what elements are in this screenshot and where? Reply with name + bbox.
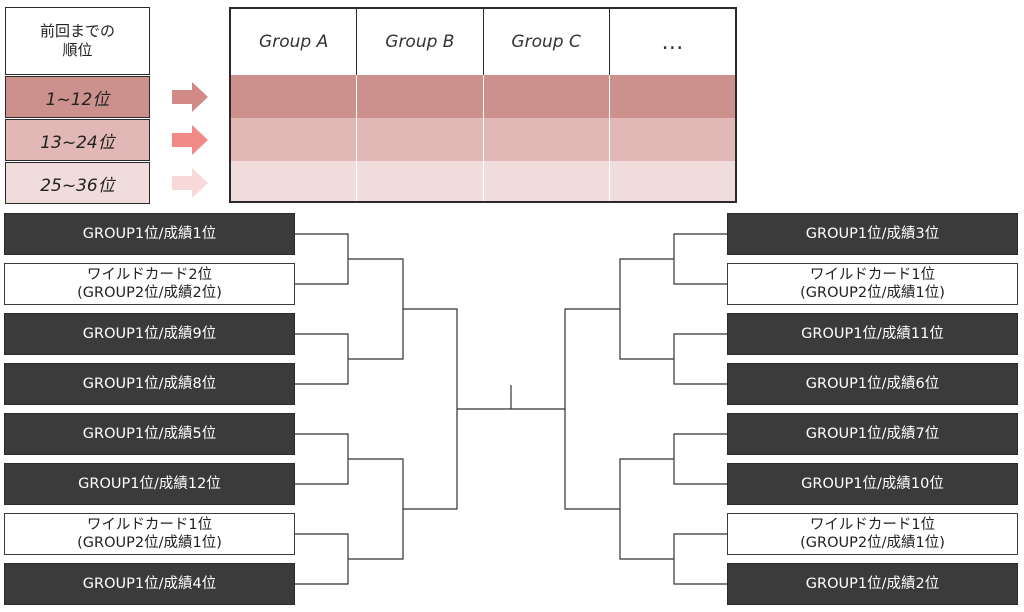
right-slot-3: GROUP1位/成績11位: [727, 313, 1018, 355]
left-slot-3: GROUP1位/成績9位: [4, 313, 295, 355]
ranking-legend-row-2: 13~24位: [5, 119, 150, 161]
group-cell: [484, 161, 610, 201]
bracket-line: [673, 333, 727, 385]
arrow-right-icon: [172, 82, 208, 112]
group-header-more: …: [661, 29, 684, 55]
arrow-right-icon: [172, 168, 208, 198]
right-slot-1: GROUP1位/成績3位: [727, 213, 1018, 255]
group-table-header-row: Group A Group B Group C …: [231, 9, 735, 77]
slot-label: GROUP1位/成績3位: [805, 225, 940, 242]
group-cell: [484, 118, 610, 161]
right-slot-8: GROUP1位/成績2位: [727, 563, 1018, 605]
slot-label: GROUP1位/成績12位: [78, 475, 221, 492]
ranking-legend-header: 前回までの 順位: [5, 7, 150, 75]
slot-label: GROUP1位/成績6位: [805, 375, 940, 392]
right-slot-5: GROUP1位/成績7位: [727, 413, 1018, 455]
group-header-c: Group C: [484, 9, 610, 75]
group-cell: [357, 75, 484, 118]
slot-sublabel: (GROUP2位/成績1位): [77, 535, 222, 551]
group-cell: [357, 118, 484, 161]
group-table: Group A Group B Group C …: [229, 7, 737, 203]
bracket-line: [673, 533, 727, 585]
slot-label: ワイルドカード1位: [86, 516, 213, 533]
arrow-shape-1: [172, 82, 208, 112]
bracket-line: [295, 533, 349, 585]
right-slot-7: ワイルドカード1位 (GROUP2位/成績1位): [727, 513, 1018, 555]
slot-sublabel: (GROUP2位/成績1位): [800, 535, 945, 551]
slot-label: ワイルドカード2位: [86, 266, 213, 283]
bracket-line: [295, 333, 349, 385]
slot-label: GROUP1位/成績1位: [82, 225, 217, 242]
slot-label: GROUP1位/成績7位: [805, 425, 940, 442]
group-cell: [357, 161, 484, 201]
ranking-legend-header-line1: 前回までの: [39, 22, 115, 41]
arrow-right-icon: [172, 125, 208, 155]
ranking-legend-row-3: 25~36位: [5, 162, 150, 204]
ranking-legend-header-line2: 順位: [62, 41, 93, 59]
slot-sublabel: (GROUP2位/成績2位): [77, 285, 222, 301]
slot-label: GROUP1位/成績4位: [82, 575, 217, 592]
bracket-line: [564, 308, 620, 510]
bracket-line: [673, 433, 727, 485]
slot-label: GROUP1位/成績5位: [82, 425, 217, 442]
slot-sublabel: (GROUP2位/成績1位): [800, 285, 945, 301]
left-slot-2: ワイルドカード2位 (GROUP2位/成績2位): [4, 263, 295, 305]
bracket-line: [403, 308, 458, 510]
bracket-line: [619, 458, 674, 560]
slot-label: ワイルドカード1位: [809, 266, 936, 283]
bracket-line: [295, 433, 349, 485]
right-slot-4: GROUP1位/成績6位: [727, 363, 1018, 405]
slot-label: GROUP1位/成績10位: [801, 475, 944, 492]
group-header-b: Group B: [357, 9, 484, 75]
left-slot-4: GROUP1位/成績8位: [4, 363, 295, 405]
slot-label: GROUP1位/成績11位: [801, 325, 944, 342]
bracket-line: [348, 258, 404, 360]
left-slot-7: ワイルドカード1位 (GROUP2位/成績1位): [4, 513, 295, 555]
group-cell: [231, 118, 358, 161]
right-slot-6: GROUP1位/成績10位: [727, 463, 1018, 505]
group-header-a: Group A: [231, 9, 358, 75]
right-slot-2: ワイルドカード1位 (GROUP2位/成績1位): [727, 263, 1018, 305]
left-slot-1: GROUP1位/成績1位: [4, 213, 295, 255]
slot-label: GROUP1位/成績2位: [805, 575, 940, 592]
slot-label: GROUP1位/成績9位: [82, 325, 217, 342]
group-cell: [231, 75, 358, 118]
bracket-line: [348, 458, 404, 560]
arrow-shape-3: [172, 168, 208, 198]
group-table-row-2: [231, 118, 735, 162]
bracket-line: [673, 233, 727, 285]
ranking-legend-row-1: 1~12位: [5, 76, 150, 118]
group-table-row-1: [231, 75, 735, 119]
bracket-line: [295, 233, 349, 285]
left-slot-8: GROUP1位/成績4位: [4, 563, 295, 605]
slot-label: ワイルドカード1位: [809, 516, 936, 533]
group-cell: [231, 161, 358, 201]
slot-label: GROUP1位/成績8位: [82, 375, 217, 392]
group-table-row-3: [231, 161, 735, 201]
bracket-line: [619, 258, 674, 360]
arrow-shape-2: [172, 125, 208, 155]
group-cell: [484, 75, 610, 118]
left-slot-6: GROUP1位/成績12位: [4, 463, 295, 505]
left-slot-5: GROUP1位/成績5位: [4, 413, 295, 455]
